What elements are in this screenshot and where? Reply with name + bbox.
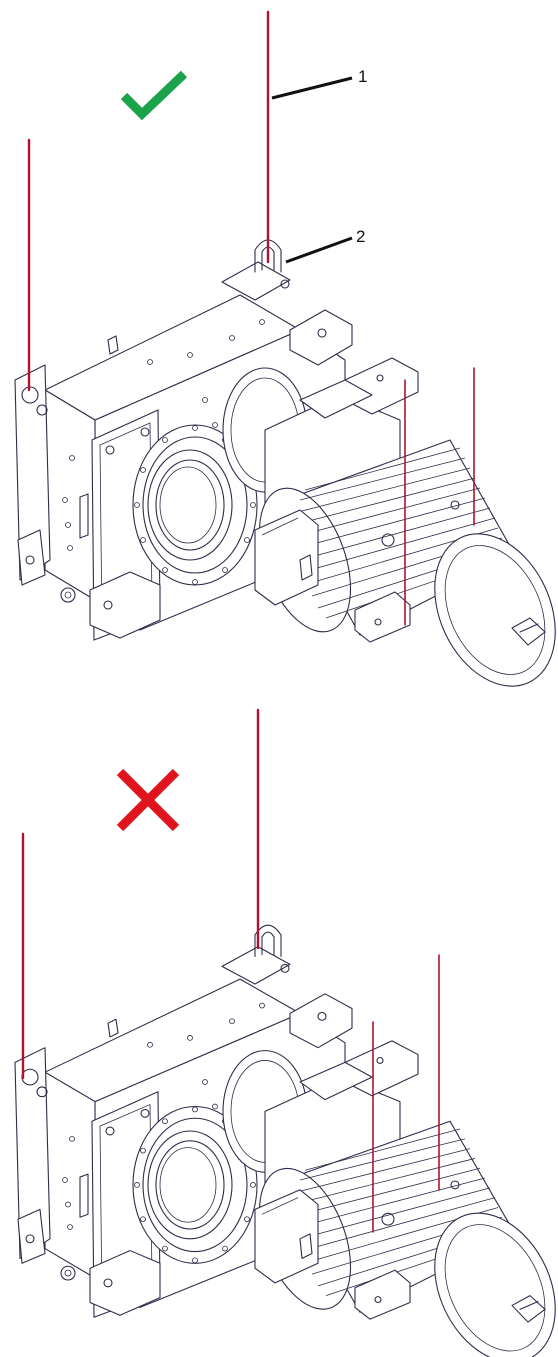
callout-leader-1 xyxy=(271,76,353,100)
correct-lifting-panel: 1 2 xyxy=(14,10,558,707)
callout-label-1: 1 xyxy=(358,67,367,86)
check-icon xyxy=(120,70,188,121)
callout-leader-2 xyxy=(285,236,353,264)
incorrect-lifting-panel xyxy=(14,708,558,1357)
cross-icon xyxy=(116,768,180,832)
callout-label-2: 2 xyxy=(356,227,365,246)
gearbox-assembly-incorrect xyxy=(14,924,558,1357)
gearbox-assembly-correct xyxy=(14,239,558,707)
